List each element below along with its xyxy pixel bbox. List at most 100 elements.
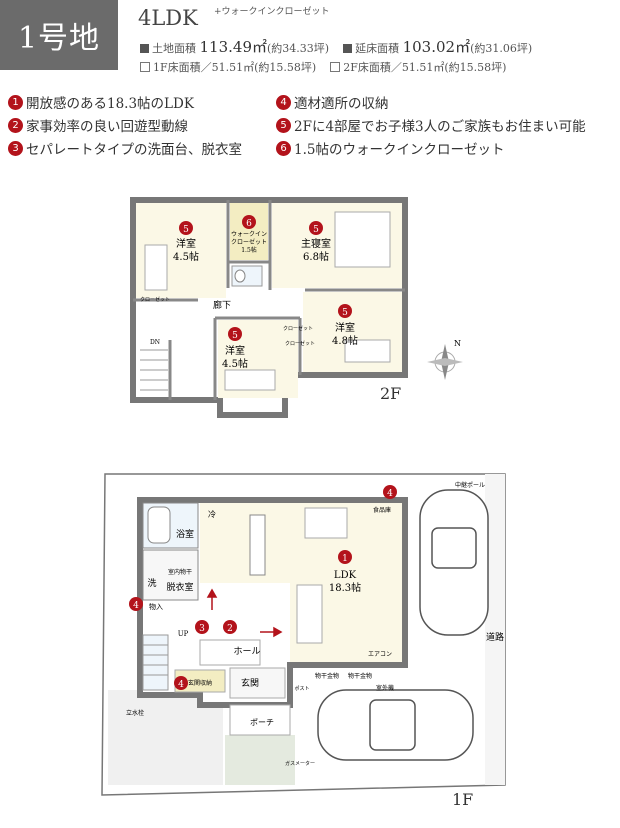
svg-text:4: 4 — [178, 680, 184, 690]
sofa-icon — [296, 584, 323, 644]
closet-label: クローゼット — [285, 340, 315, 347]
lot-number-badge: 1号地 — [0, 0, 118, 70]
wash-label: 洗 — [147, 577, 156, 589]
dressing-label: 脱衣室 — [166, 581, 193, 593]
dining-table-icon — [304, 507, 348, 539]
up-label: UP — [178, 630, 189, 638]
marker — [338, 304, 352, 318]
second-floor-area: 2F床面積／51.51㎡(約15.58坪) — [330, 58, 506, 77]
marker — [383, 485, 397, 499]
road-strip — [485, 474, 505, 785]
marker — [179, 221, 193, 235]
svg-text:1: 1 — [342, 554, 348, 564]
marker — [195, 620, 209, 634]
relay-pole-label: 中継ポール — [455, 481, 485, 489]
car-icon — [419, 489, 489, 636]
planting-area — [225, 735, 295, 785]
svg-text:2: 2 — [227, 624, 233, 634]
storage-label: 物入 — [149, 602, 163, 611]
entrance-storage-label: 玄関収納 — [188, 679, 212, 687]
second-floor-label: 2F — [380, 384, 402, 403]
svg-text:5: 5 — [232, 331, 238, 341]
stairs — [140, 349, 168, 391]
bed-icon — [344, 339, 391, 363]
lot-number: 1号地 — [17, 21, 101, 56]
toilet-icon — [234, 269, 246, 283]
plan-type-suffix: +ウォークインクローゼット — [214, 7, 330, 17]
bathtub-icon — [147, 506, 171, 544]
room-size: 4.8帖 — [332, 334, 358, 347]
laundry-hardware-label: 物干金物 — [315, 672, 339, 680]
filled-square-icon — [140, 44, 149, 53]
porch-label: ポーチ — [250, 718, 274, 727]
entrance-label: 玄関 — [241, 677, 259, 689]
room-name: クローゼット — [231, 238, 267, 246]
gas-meter-label: ガスメーター — [285, 760, 315, 767]
bed-icon — [334, 211, 391, 268]
land-area: 土地面積 113.49㎡(約34.33坪) — [140, 38, 329, 58]
svg-text:5: 5 — [313, 225, 319, 235]
hall-label: ホール — [233, 646, 260, 657]
room-name: ウォークイン — [231, 230, 267, 238]
bed-icon — [144, 244, 168, 291]
fridge-label: 冷 — [208, 509, 216, 519]
svg-text:5: 5 — [342, 308, 348, 318]
svg-text:4: 4 — [387, 489, 393, 499]
room-size: 1.5帖 — [241, 246, 257, 254]
filled-square-icon — [343, 44, 353, 53]
laundry-hardware-label: 物干金物 — [348, 672, 372, 680]
ldk-name: LDK — [334, 570, 357, 581]
walk-in-closet-floor — [230, 203, 268, 260]
flow-arrow-icon — [206, 588, 283, 638]
hall-area — [199, 639, 261, 666]
marker — [174, 676, 188, 690]
svg-text:5: 5 — [183, 225, 189, 235]
stairs — [142, 634, 169, 691]
marker — [309, 221, 323, 235]
marker — [338, 550, 352, 564]
room-size: 4.5帖 — [222, 357, 248, 370]
closet-label: クローゼット — [140, 296, 170, 303]
hallway-label: 廊下 — [213, 299, 231, 311]
plan-type: 4LDK — [138, 6, 198, 30]
room-name: 洋室 — [335, 321, 355, 334]
outdoor-unit-label: 室外機 — [376, 684, 394, 692]
room-name: 洋室 — [225, 344, 245, 357]
north-compass-icon: N — [427, 339, 463, 380]
ldk-size: 18.3帖 — [329, 581, 361, 594]
bed-icon — [224, 369, 276, 391]
room-name: 主寝室 — [301, 237, 331, 250]
marker — [228, 327, 242, 341]
kitchen-floor — [200, 503, 290, 583]
road-label: 道路 — [486, 631, 504, 643]
closet-label: クローゼット — [283, 325, 313, 332]
feature-markers: 1 2 3 4 4 4 — [129, 485, 397, 690]
second-floor-plan: 洋室 4.5帖 ウォークイン クローゼット 1.5帖 主寝室 6.8帖 廊下 洋… — [130, 197, 463, 418]
dressing-room — [142, 549, 199, 601]
feature-markers: 5 6 5 5 5 — [179, 215, 352, 341]
room-size: 6.8帖 — [303, 250, 329, 263]
kitchen-counter — [249, 514, 266, 576]
bath-label: 浴室 — [176, 528, 194, 540]
outline-square-icon — [140, 62, 150, 72]
second-floor-interior-walls — [133, 200, 405, 400]
porch-area — [229, 704, 291, 736]
svg-text:3: 3 — [199, 624, 205, 634]
marker — [242, 215, 256, 229]
outline-square-icon — [330, 62, 341, 72]
first-floor-label: 1F — [452, 790, 474, 809]
area-summary: 土地面積 113.49㎡(約34.33坪) 延床面積 103.02㎡(約31.0… — [140, 38, 532, 77]
marker — [223, 620, 237, 634]
postbox-label: ポスト — [294, 685, 309, 692]
room-size: 4.5帖 — [173, 250, 199, 263]
standing-faucet-label: 立水栓 — [126, 709, 144, 717]
aircon-label: エアコン — [368, 651, 392, 658]
down-label: DN — [150, 339, 160, 346]
car-icon — [317, 689, 474, 761]
svg-text:4: 4 — [133, 601, 139, 611]
